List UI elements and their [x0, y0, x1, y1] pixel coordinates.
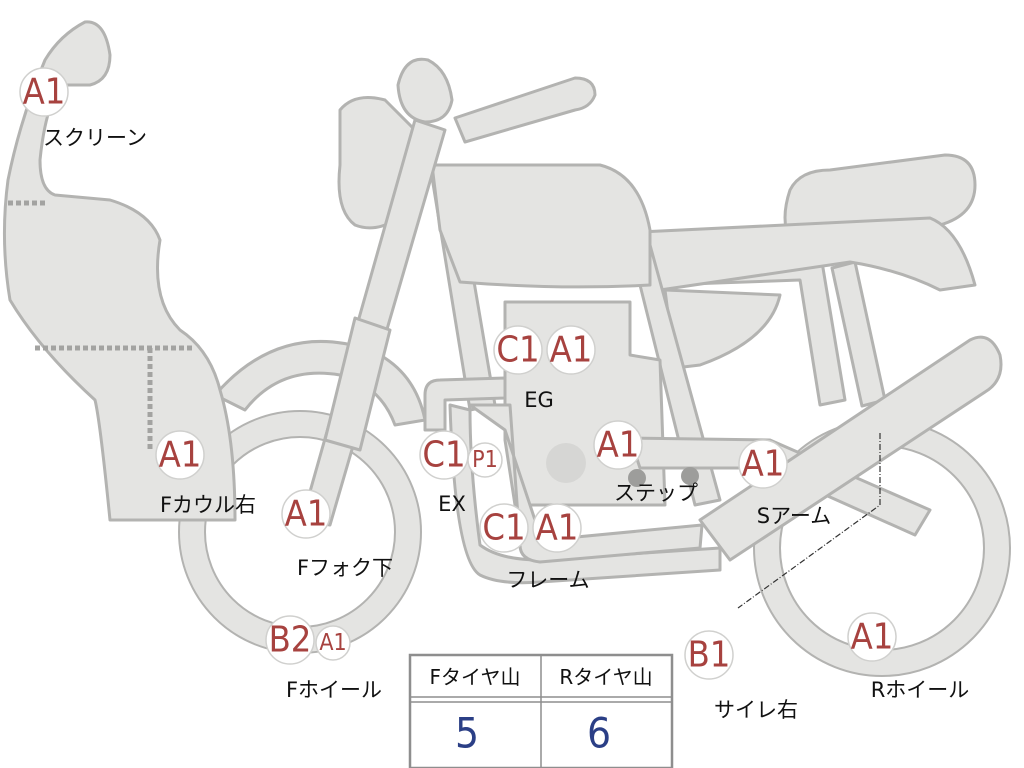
fuel-tank-drawing [430, 163, 652, 289]
rwheel-grade-badge: A1 [847, 612, 897, 662]
rear-tread-header: Rタイヤ山 [559, 665, 652, 689]
fork-guard-drawing [323, 316, 392, 452]
sarm-grade-text: A1 [742, 444, 785, 485]
exhaust-pipe-drawing [423, 376, 507, 432]
ex-grade-badge-1: C1 [419, 430, 469, 480]
step-label: ステップ [614, 481, 698, 505]
eg-label: EG [524, 388, 554, 412]
rear-tread-value: 6 [587, 709, 611, 758]
eg-grade-text-1: C1 [496, 330, 539, 371]
side-cover-drawing [663, 288, 782, 370]
ffork-grade-badge: A1 [281, 489, 331, 539]
ex-grade-text-1: C1 [422, 435, 465, 476]
fwheel-grade-text-1: B2 [269, 620, 312, 661]
sarm-grade-badge: A1 [738, 439, 788, 489]
ffork-grade-text: A1 [285, 494, 328, 535]
silencer-grade-text: B1 [688, 635, 731, 676]
footpeg-rear-drawing [681, 467, 699, 485]
fcowl-label: Fカウル右 [160, 493, 256, 517]
fcowl-grade-text: A1 [159, 435, 202, 476]
front-tread-header: Fタイヤ山 [430, 665, 521, 689]
mirror-drawing [396, 57, 454, 124]
tire-tread-table: Fタイヤ山 Rタイヤ山 5 6 [408, 653, 674, 768]
step-grade-badge: A1 [593, 420, 643, 470]
frame-grade-text-1: C1 [482, 508, 525, 549]
swing-arm-drawing [628, 436, 932, 537]
fwheel-label: Fホイール [286, 678, 382, 702]
engine-cover-drawing [546, 443, 586, 483]
screen-label: スクリーン [43, 126, 147, 150]
ex-grade-text-2: P1 [472, 447, 498, 473]
handlebar-drawing [453, 76, 597, 144]
ffork-label: Fフォク下 [297, 556, 393, 580]
step-grade-text: A1 [597, 425, 640, 466]
ex-label: EX [438, 492, 466, 516]
exhaust-lower-drawing [448, 403, 722, 585]
fcowl-grade-badge: A1 [155, 430, 205, 480]
silencer-label: サイレ右 [714, 698, 798, 722]
eg-grade-badge-2: A1 [546, 325, 596, 375]
silencer-leader-line [737, 433, 881, 609]
silencer-grade-badge: B1 [684, 630, 734, 680]
silencer-drawing [698, 335, 1003, 562]
footpeg-drawing [628, 469, 646, 487]
frame-grade-text-2: A1 [536, 508, 579, 549]
eg-grade-badge-1: C1 [493, 325, 543, 375]
screen-grade-text: A1 [23, 72, 66, 113]
ex-grade-badge-2: P1 [467, 442, 503, 478]
fwheel-grade-badge-1: B2 [265, 615, 315, 665]
sarm-label: Sアーム [757, 504, 831, 528]
frame-label: フレーム [506, 568, 589, 592]
screen-grade-badge: A1 [19, 67, 69, 117]
fwheel-grade-badge-2: A1 [315, 625, 351, 661]
rwheel-label: Rホイール [871, 678, 970, 702]
seat-cowl-drawing [638, 216, 977, 292]
rwheel-grade-text: A1 [851, 617, 894, 658]
frame-grade-badge-1: C1 [479, 503, 529, 553]
fwheel-grade-text-2: A1 [319, 630, 346, 656]
front-tread-value: 5 [455, 709, 479, 758]
frame-grade-badge-2: A1 [532, 503, 582, 553]
eg-grade-text-2: A1 [550, 330, 593, 371]
